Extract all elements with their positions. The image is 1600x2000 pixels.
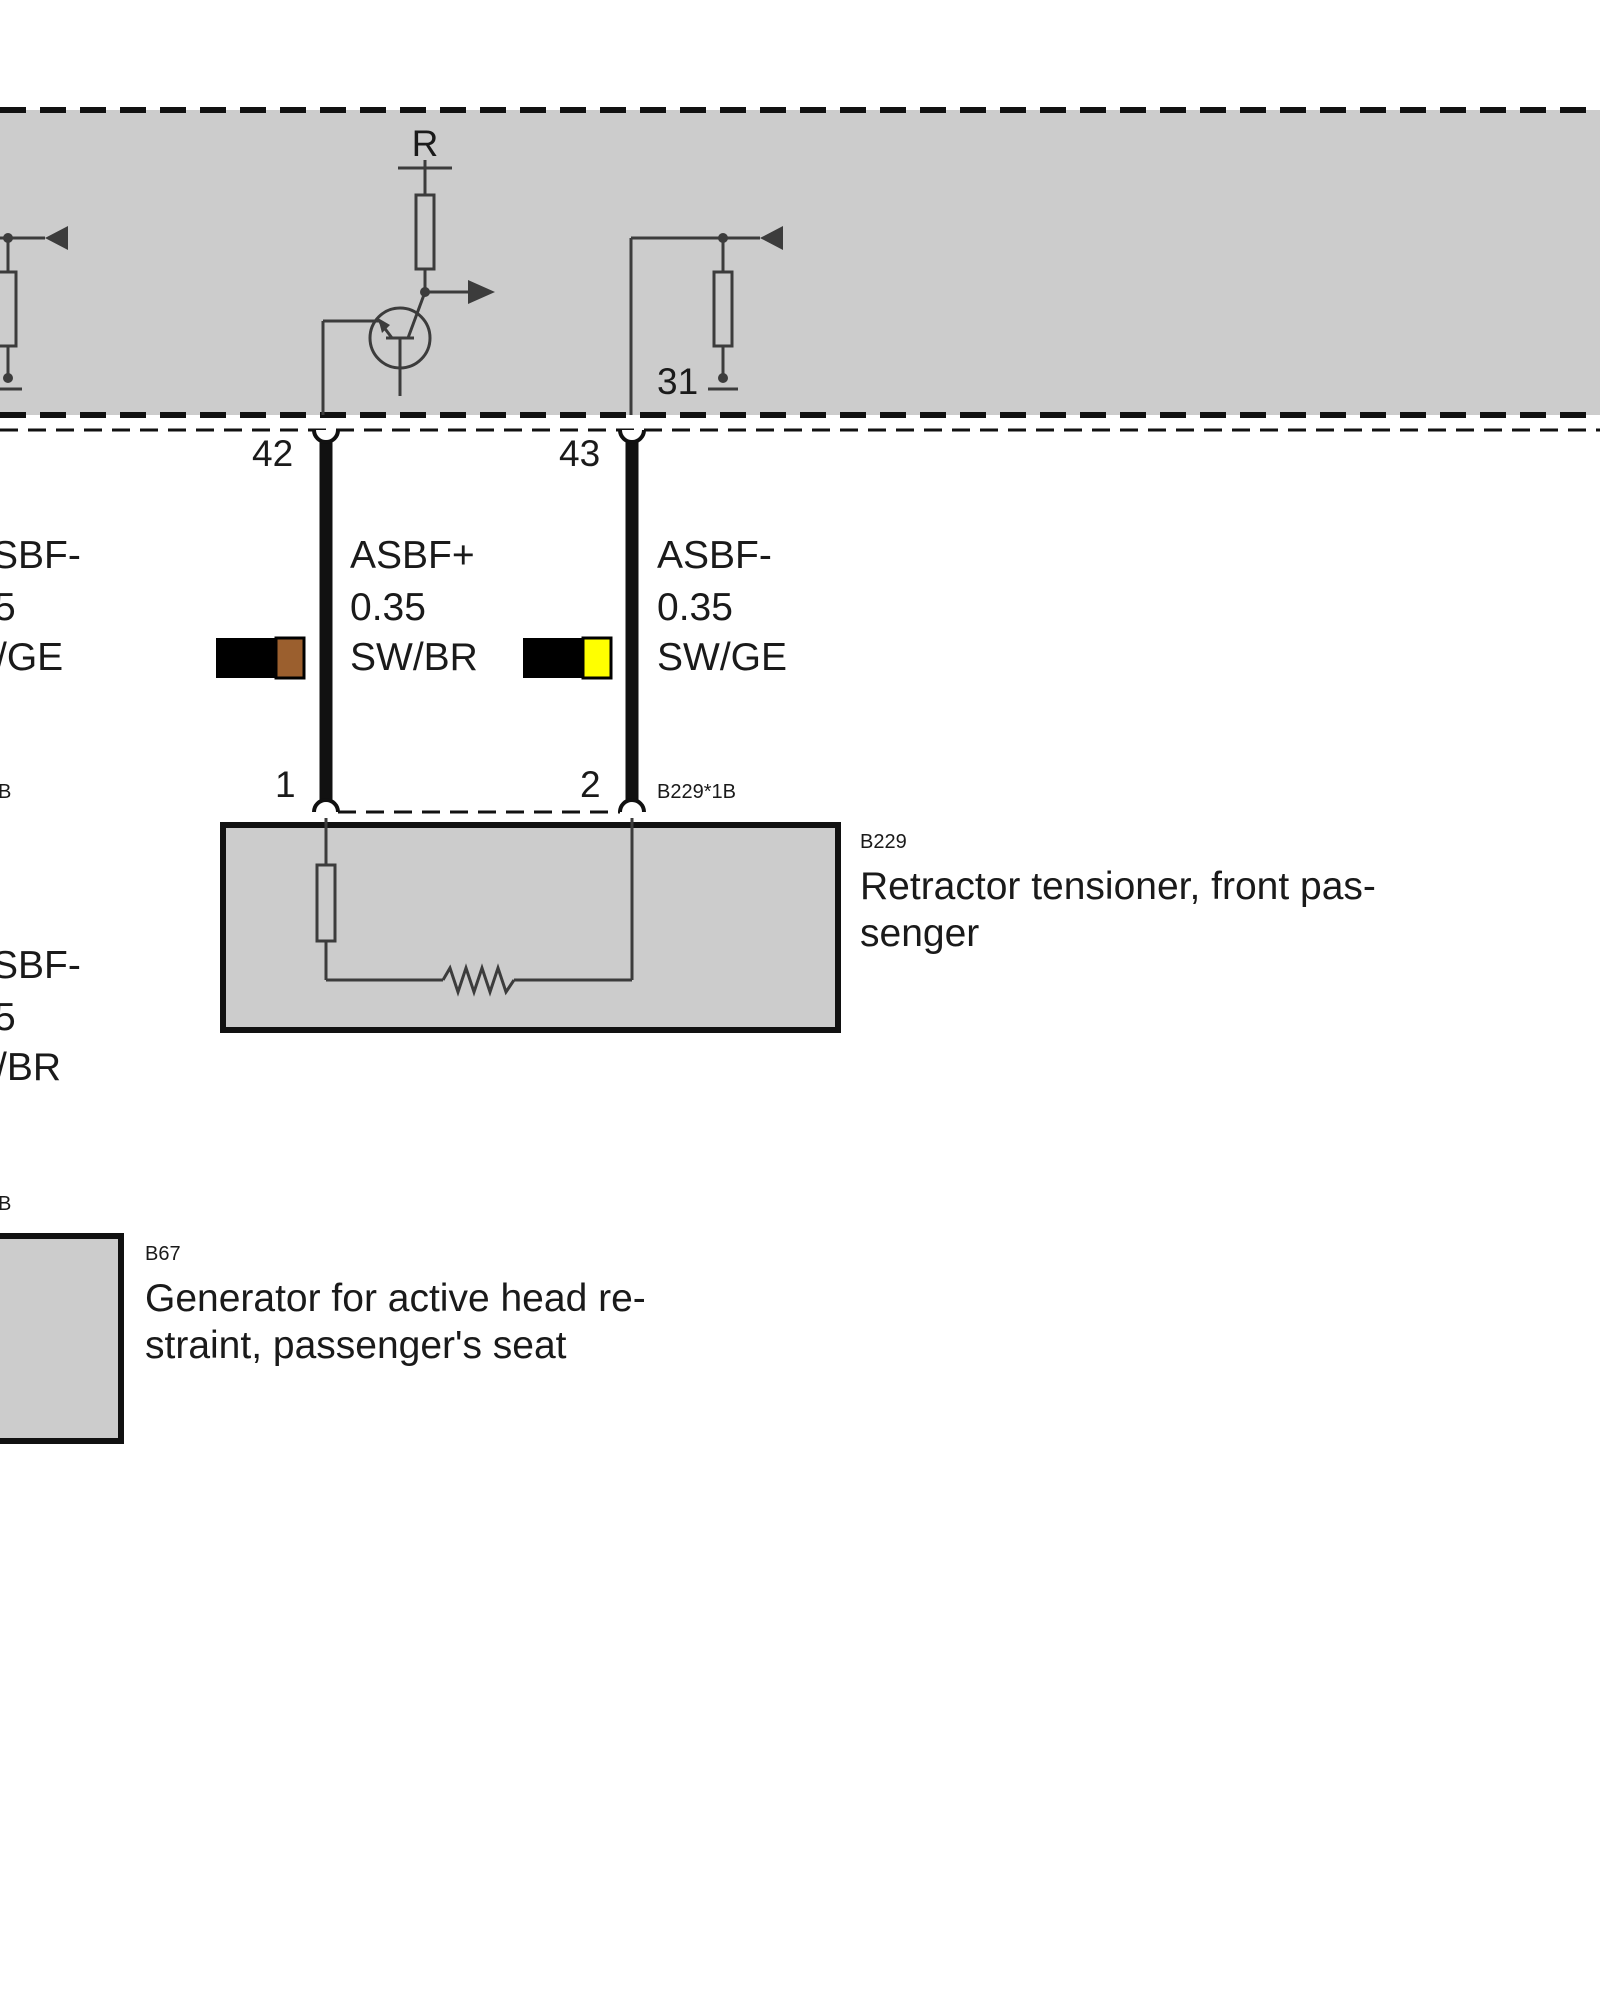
wire-left-color-code: SW/BR: [350, 636, 478, 679]
cutoff-lower-color-code: /BR: [0, 1046, 61, 1089]
b229-pin1-label: 1: [275, 764, 296, 805]
cutoff-upper-color-code: /GE: [0, 636, 63, 679]
pin-label-43: 43: [559, 433, 600, 474]
output-arrow-icon: [468, 280, 495, 304]
cutoff-upper-cross-section: 5: [0, 586, 16, 629]
b229-box: [220, 822, 841, 1033]
b67-id: B67: [145, 1243, 181, 1265]
junction-dot: [718, 373, 728, 383]
ground-resistor-branch: 31: [629, 226, 783, 415]
control-unit-housing: [0, 107, 1600, 418]
wire-asbf-minus: [618, 429, 646, 813]
left-signal-arrow-icon: [45, 226, 68, 250]
wire-right-color-swatch: [523, 636, 613, 680]
pin-contact-icon: [312, 429, 340, 444]
cutoff-upper-signal: SBF-: [0, 534, 81, 577]
b229-description-line2: senger: [860, 912, 979, 955]
swatch-stripe: [274, 636, 306, 680]
swatch-stripe: [581, 636, 613, 680]
wire-left-signal: ASBF+: [350, 534, 475, 577]
left-resistor-branch: [0, 226, 68, 391]
wire-right-cross-section: 0.35: [657, 586, 733, 629]
wire-left-color-swatch: [216, 636, 306, 680]
b229-connector-id: B229*1B: [657, 781, 736, 803]
right-signal-arrow-icon: [760, 226, 783, 250]
b67-component-box: [0, 1233, 124, 1444]
pin-contact-icon: [312, 798, 340, 813]
wire-right-signal: ASBF-: [657, 534, 772, 577]
pin-contact-icon: [618, 429, 646, 444]
cutoff-lower-connector: B: [0, 1193, 11, 1215]
b67-description-line2: straint, passenger's seat: [145, 1324, 567, 1367]
swatch-main: [216, 638, 276, 678]
b67-description-line1: Generator for active head re-: [145, 1277, 646, 1320]
transistor-icon: [368, 291, 432, 396]
swatch-main: [523, 638, 583, 678]
wire-right-color-code: SW/GE: [657, 636, 787, 679]
b229-description-line1: Retractor tensioner, front pas-: [860, 865, 1376, 908]
wire-left-cross-section: 0.35: [350, 586, 426, 629]
pin-label-42: 42: [252, 433, 293, 474]
b229-component-box: [220, 818, 841, 1033]
b229-id: B229: [860, 831, 907, 853]
pin-contact-icon: [618, 798, 646, 813]
cutoff-upper-connector: B: [0, 781, 11, 803]
control-unit-fill: [0, 110, 1600, 415]
b229-pin2-label: 2: [580, 764, 601, 805]
b229-heating-element-icon: [441, 963, 516, 997]
junction-dot: [3, 373, 13, 383]
ground-label: 31: [657, 361, 698, 402]
wire-asbf-plus: [312, 429, 340, 813]
cutoff-lower-cross-section: 5: [0, 996, 16, 1039]
supply-label: R: [412, 123, 439, 164]
cutoff-lower-signal: SBF-: [0, 944, 81, 987]
supply-transistor-branch: R: [321, 123, 495, 415]
